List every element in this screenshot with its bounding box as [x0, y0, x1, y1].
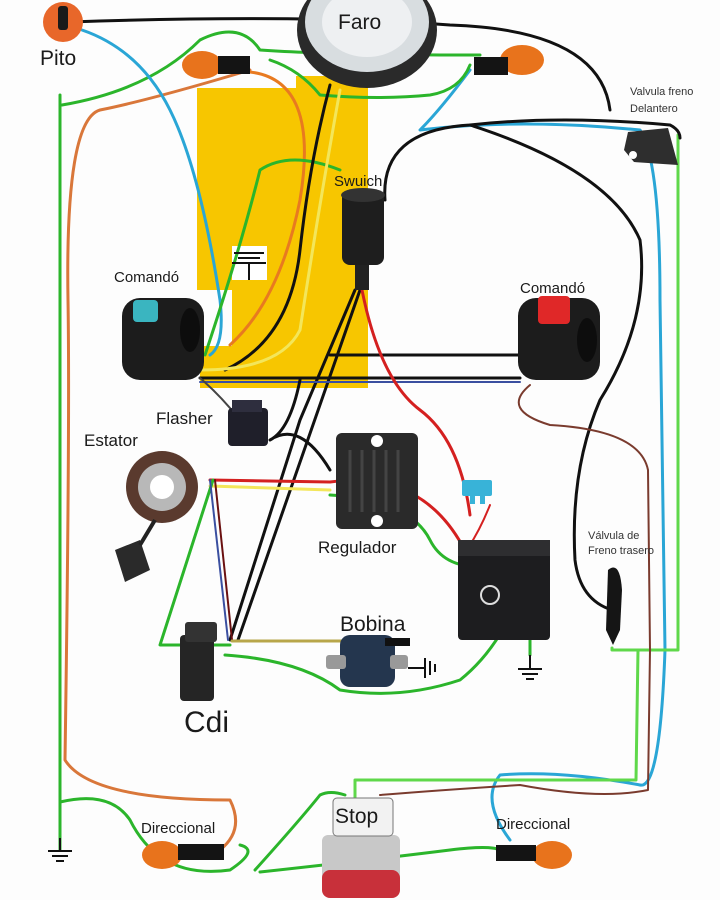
wire-black-swuich-down — [228, 288, 357, 642]
cdi-icon — [180, 622, 217, 701]
headlight-icon — [297, 0, 437, 88]
label-rear-left-turn-signal: Direccional — [141, 820, 216, 837]
ignition-coil-icon — [326, 635, 410, 687]
label-regulator: Regulador — [318, 538, 397, 557]
horn-icon — [43, 2, 83, 42]
ground-icon-battery — [518, 655, 542, 680]
turn-signal-icon-front-left — [182, 51, 250, 79]
regulator-icon — [336, 433, 418, 529]
ground-icon-bobina — [408, 658, 436, 678]
wire-yellow-harness — [198, 88, 342, 372]
wire-blue-horn — [80, 28, 223, 357]
wire-green-right-long — [610, 133, 680, 652]
label-left-handlebar-switch: Comandó — [114, 269, 180, 286]
label-ignition-switch: Swuich — [334, 173, 383, 190]
ignition-switch-icon — [341, 188, 385, 290]
label-right-handlebar-switch: Comandó — [520, 280, 586, 297]
harness-area — [197, 76, 368, 388]
label-rear-brake-line1: Válvula de — [588, 530, 640, 542]
wire-black-swuich-right — [383, 118, 682, 202]
label-headlight: Faro — [338, 11, 382, 34]
front-brake-switch-icon — [624, 128, 678, 165]
turn-signal-icon-rear-left — [142, 841, 224, 869]
fuse-icon — [462, 480, 492, 504]
wire-green-comando-left — [203, 158, 342, 357]
wire-green-stop-left — [253, 791, 347, 872]
label-ignition-coil: Bobina — [340, 613, 406, 636]
stator-icon — [115, 451, 198, 582]
wire-green-harness — [268, 58, 472, 99]
label-cdi: Cdi — [184, 706, 230, 739]
label-front-brake-line1: Valvula freno — [630, 86, 694, 98]
ground-icon-harness — [232, 252, 266, 280]
ground-icon-left — [48, 838, 72, 862]
turn-signal-icon-rear-right — [496, 841, 572, 869]
wire-black-swuich-down-2 — [236, 288, 362, 642]
label-rear-brake-line2: Freno trasero — [588, 545, 655, 557]
wire-red-swuich — [360, 288, 472, 517]
label-rear-right-turn-signal: Direccional — [496, 816, 571, 833]
turn-signal-icon-front-right — [474, 45, 544, 75]
wire-brown-stop — [379, 649, 651, 796]
wire-orange-harness — [228, 70, 306, 347]
label-front-brake-line2: Delantero — [630, 103, 678, 115]
flasher-relay-icon — [228, 400, 268, 446]
tail-light-icon — [322, 797, 400, 898]
wire-blue-right-signal — [490, 772, 642, 842]
left-handlebar-switch-icon — [122, 298, 204, 380]
wire-black-flasher-reg — [268, 378, 332, 472]
label-flasher: Flasher — [156, 409, 213, 428]
battery-icon — [458, 540, 550, 640]
label-horn: Pito — [40, 47, 77, 70]
wire-stator-cdi-multi — [209, 479, 229, 641]
wire-green-stop — [353, 648, 640, 802]
wire-red-comando — [517, 384, 651, 651]
label-tail-light: Stop — [335, 805, 379, 828]
right-handlebar-switch-icon — [518, 296, 600, 380]
rear-brake-switch-icon — [606, 567, 622, 645]
label-stator: Estator — [84, 431, 138, 450]
wire-red-stator-cdi — [214, 479, 233, 641]
wire-orange-left — [63, 68, 252, 852]
wire-green-stop-right — [258, 846, 502, 874]
wire-black-harness — [223, 83, 332, 372]
wire-yellow-stator — [208, 484, 332, 492]
wire-black-loop — [468, 123, 644, 612]
